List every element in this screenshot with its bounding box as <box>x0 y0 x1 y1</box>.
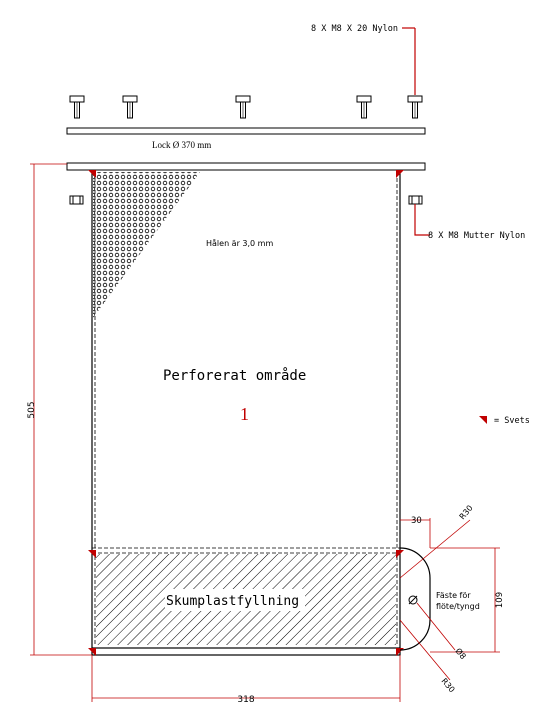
bracket-hole-slash <box>408 595 418 605</box>
bracket-hole <box>408 595 418 605</box>
bolt-3 <box>235 95 251 119</box>
bracket-dimensions <box>399 518 500 681</box>
perforation-pattern <box>93 172 200 318</box>
radius-bottom-leader <box>399 619 451 681</box>
attachment-bracket <box>399 547 431 651</box>
hole-leader <box>416 602 456 651</box>
weld-markers <box>88 170 487 656</box>
weld-legend-label: = Svets <box>494 416 530 426</box>
bolt-callout: 8 X M8 X 20 Nylon <box>311 24 416 95</box>
width-dimension <box>91 655 401 702</box>
height-dimension <box>30 163 92 656</box>
height-value: 505 <box>27 401 37 418</box>
attachment-label-line1: Fäste för <box>436 591 471 600</box>
perforated-area-label: Perforerat område <box>163 367 306 384</box>
weld-marker <box>396 550 404 558</box>
bracket-offset-value: 30 <box>411 516 422 526</box>
bolt-5 <box>407 95 423 119</box>
lid-plate <box>66 127 426 135</box>
item-number: 1 <box>240 404 249 424</box>
holes-label: Hålen är 3,0 mm <box>206 238 273 248</box>
nut-leader <box>414 204 430 236</box>
radius-top-value: R30 <box>458 503 475 521</box>
weld-marker <box>88 170 96 178</box>
attachment-label-line2: flöte/tyngd <box>436 602 480 611</box>
bolt-2 <box>122 95 138 119</box>
nut-left <box>69 195 84 205</box>
foam-label: Skumplastfyllning <box>166 594 299 609</box>
bottom-plate <box>91 647 401 656</box>
nut-spec-label: 8 X M8 Mutter Nylon <box>428 231 525 241</box>
bolt-spec-label: 8 X M8 X 20 Nylon <box>311 24 398 34</box>
weld-marker <box>88 648 96 656</box>
foam-label-bg <box>165 589 305 611</box>
radius-bottom-value: R30 <box>439 677 456 695</box>
bolts-row <box>69 95 423 119</box>
weld-legend-marker <box>479 416 487 424</box>
top-flange <box>66 162 426 171</box>
bolt-1 <box>69 95 85 119</box>
weld-marker <box>88 550 96 558</box>
nut-right <box>408 195 423 205</box>
width-value: 318 <box>237 695 254 705</box>
bracket-height-value: 109 <box>495 592 505 608</box>
weld-marker <box>396 170 404 178</box>
radius-top-leader <box>399 519 471 579</box>
bolt-4 <box>356 95 372 119</box>
hole-dia-value: Ø8 <box>453 646 468 661</box>
lid-label: Lock Ø 370 mm <box>152 140 211 150</box>
